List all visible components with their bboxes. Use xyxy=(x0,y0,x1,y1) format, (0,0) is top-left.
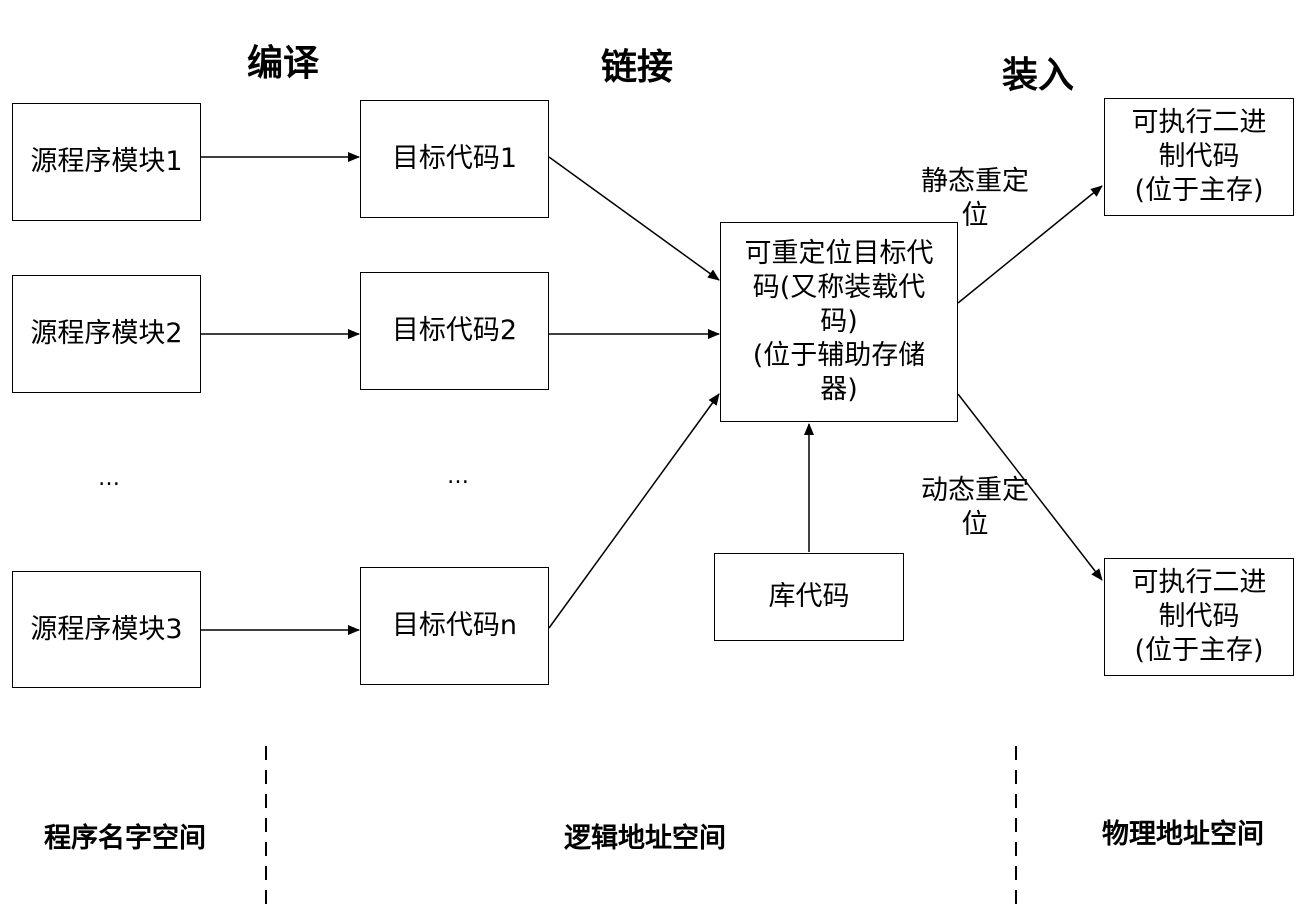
object-code-2-box: 目标代码2 xyxy=(360,272,549,390)
executable-static-box: 可执行二进 制代码 (位于主存) xyxy=(1104,98,1294,216)
library-code-label: 库代码 xyxy=(768,581,850,612)
heading-load: 装入 xyxy=(1002,55,1075,96)
source-module-1-label: 源程序模块1 xyxy=(30,146,183,177)
library-code-box: 库代码 xyxy=(714,553,904,641)
heading-link: 链接 xyxy=(601,47,674,88)
relocatable-code-box: 可重定位目标代 码(又称装载代 码) (位于辅助存储 器) xyxy=(720,222,958,422)
name-space-label: 程序名字空间 xyxy=(44,823,206,854)
ellipsis-source-modules: … xyxy=(98,466,120,491)
arrow-obj1-reloc xyxy=(548,156,720,281)
static-relocation-label: 静态重定 位 xyxy=(921,166,1029,231)
physical-space-label: 物理地址空间 xyxy=(1102,819,1264,850)
object-code-1-box: 目标代码1 xyxy=(360,100,549,218)
object-code-1-label: 目标代码1 xyxy=(391,143,518,174)
executable-static-label: 可执行二进 制代码 (位于主存) xyxy=(1131,107,1267,206)
source-module-2-box: 源程序模块2 xyxy=(12,275,201,393)
source-module-2-label: 源程序模块2 xyxy=(30,318,183,349)
object-code-n-box: 目标代码n xyxy=(360,567,549,685)
object-code-n-label: 目标代码n xyxy=(391,610,518,641)
arrow-objn-reloc xyxy=(548,393,720,629)
logical-space-label: 逻辑地址空间 xyxy=(564,823,726,854)
dynamic-relocation-label: 动态重定 位 xyxy=(921,475,1029,540)
executable-dynamic-label: 可执行二进 制代码 (位于主存) xyxy=(1131,567,1267,666)
relocatable-code-label: 可重定位目标代 码(又称装载代 码) (位于辅助存储 器) xyxy=(744,238,934,405)
ellipsis-object-codes: … xyxy=(447,464,469,489)
source-module-3-label: 源程序模块3 xyxy=(30,613,183,645)
source-module-1-box: 源程序模块1 xyxy=(12,103,201,221)
executable-dynamic-box: 可执行二进 制代码 (位于主存) xyxy=(1104,558,1294,676)
heading-compile: 编译 xyxy=(247,43,320,84)
object-code-2-label: 目标代码2 xyxy=(391,315,518,346)
source-module-3-box: 源程序模块3 xyxy=(12,571,201,688)
